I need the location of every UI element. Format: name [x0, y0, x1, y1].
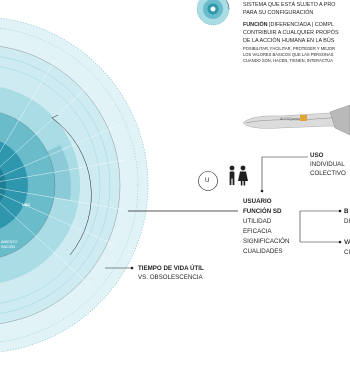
usuario-item-1: UTILIDAD — [243, 218, 272, 225]
right-b-letter: B — [344, 208, 349, 215]
ring-mid-outline — [0, 112, 56, 258]
ring-inner — [0, 141, 28, 229]
bracket-arc — [51, 117, 92, 256]
uso-line-2: COLECTIVO — [310, 170, 346, 177]
product-illustration — [242, 104, 350, 136]
usuario-item-2: EFICACIA — [243, 228, 272, 235]
top-emblem-icon — [196, 0, 230, 26]
uso-line-1: INDIVIDUAL — [310, 161, 345, 168]
usuario-funcion: FUNCIÓN SD — [243, 208, 282, 215]
ring-label-uso: USO — [22, 203, 31, 207]
usuario-item-4: CUALIDADES — [243, 248, 283, 255]
ring-dotted-2 — [0, 28, 139, 342]
top-funcion-rest: [DIFERENCIADA | COMPL — [267, 22, 334, 28]
people-icon — [229, 165, 248, 186]
ring-label-inner-2: RACIÓN — [1, 245, 15, 249]
top-small-line-1: POSIBILITAR, FACILITAR, PROTEGER Y MEJOR — [243, 46, 336, 51]
ring-lines-2 — [0, 66, 101, 304]
top-funcion-line-3: DE LA ACCIÓN HUMANA EN LA BÚS — [243, 38, 335, 44]
ring-core — [0, 168, 6, 202]
ring-light-outline — [0, 46, 121, 324]
outer-dotted-ring — [0, 17, 149, 353]
top-line-1: SISTEMA QUE ESTÁ SUJETO A PRO — [243, 2, 336, 8]
usuario-item-3: SIGNIFICACIÓN — [243, 238, 290, 245]
ring-lines-1 — [0, 56, 111, 314]
uso-title: USO — [310, 152, 324, 159]
right-v-sub: CI — [344, 249, 350, 256]
top-funcion-label: FUNCIÓN — [243, 22, 268, 28]
tiempo-subtitle: VS. OBSOLESCENCIA — [138, 274, 203, 281]
usuario-badge-circle — [198, 171, 218, 191]
ring-label-inner-1: AMIENTO — [1, 240, 18, 244]
top-line-2: PARA SU CONFIGURACIÓN — [243, 10, 314, 16]
right-b-sub: DI — [344, 218, 350, 225]
product-brand-label: ALEXQuedo — [280, 117, 300, 121]
ring-system — [0, 17, 149, 353]
uso-connector — [261, 156, 308, 191]
usuario-badge-letter: U — [205, 177, 210, 184]
radial-dividers — [0, 59, 126, 291]
top-funcion-line: FUNCIÓN [DIFERENCIADA | COMPL — [243, 22, 334, 28]
right-v-letter: VA — [344, 239, 350, 246]
usuario-title: USUARIO — [243, 198, 272, 205]
top-small-line-3: CUANDO SON, HACEN, TIENEN, INTERACTÚA — [243, 58, 333, 63]
top-funcion-line-2: CONTRIBUIR A CUALQUIER PROPÓS — [243, 30, 339, 36]
tiempo-title: TIEMPO DE VIDA ÚTIL — [138, 265, 204, 272]
top-small-line-2: LOS VALORES BÁSICOS QUE LAS PERSONAS — [243, 52, 334, 57]
